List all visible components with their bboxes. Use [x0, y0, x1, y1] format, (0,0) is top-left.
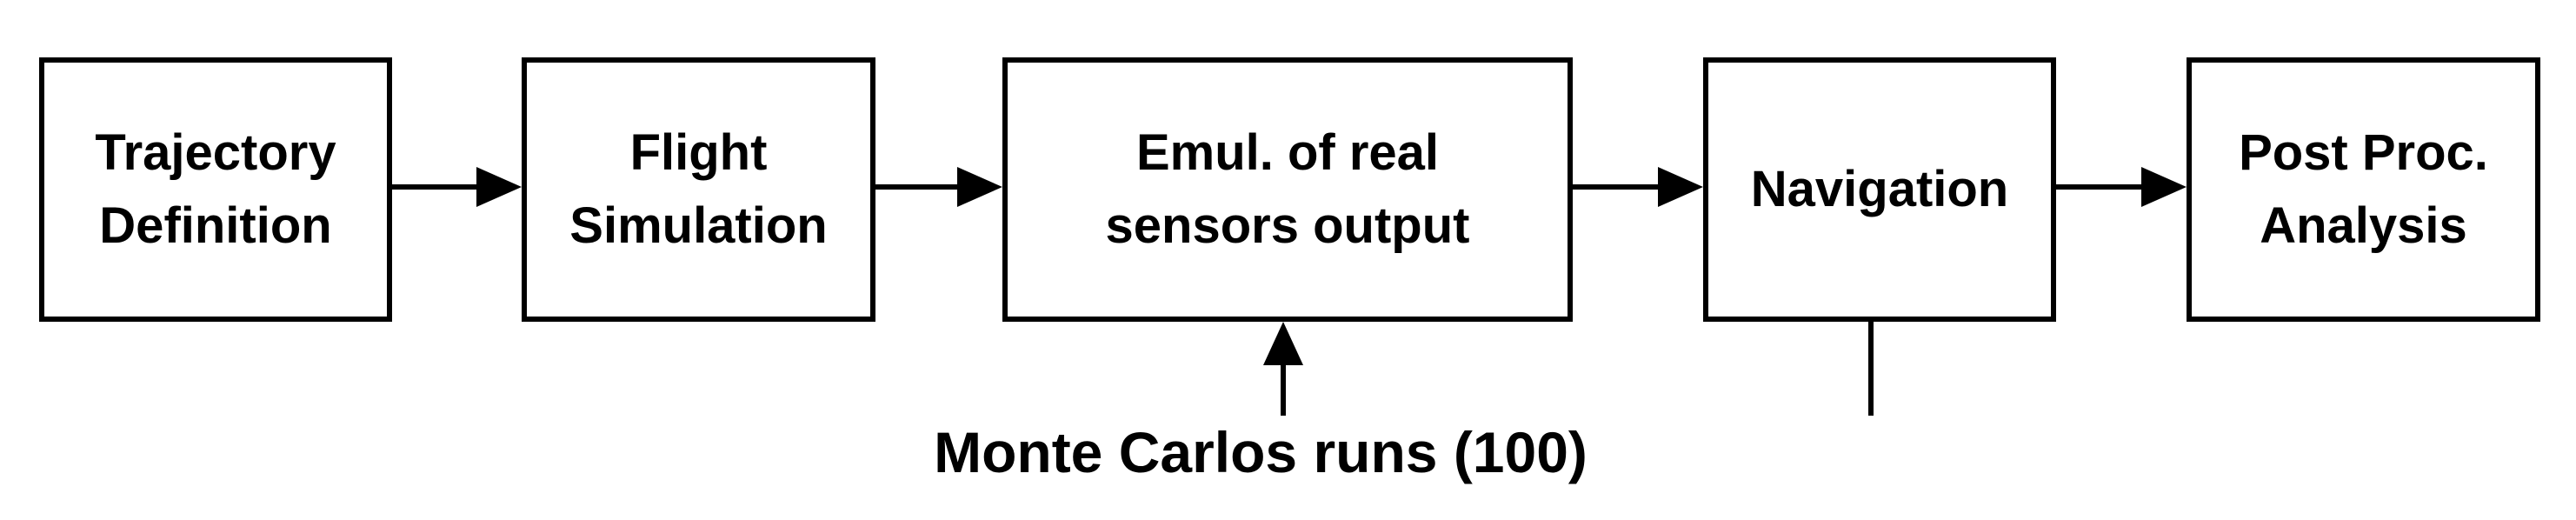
arrowhead-emulation-to-navigation	[1658, 167, 1703, 207]
block-trajectory-definition: Trajectory Definition	[39, 57, 392, 322]
block-post-processing-analysis: Post Proc. Analysis	[2187, 57, 2540, 322]
arrowhead-montecarlo-to-emulation	[1263, 322, 1303, 365]
block-trajectory-line-1: Trajectory	[95, 124, 336, 181]
block-navigation-line-1: Navigation	[1750, 161, 2009, 217]
block-emulation-line-1: Emul. of real	[1135, 124, 1440, 181]
block-postproc-line-2: Analysis	[2260, 197, 2467, 254]
monte-carlo-label: Monte Carlos runs (100)	[934, 420, 1588, 484]
block-navigation: Navigation	[1703, 57, 2056, 322]
block-sensor-emulation: Emul. of real sensors output	[1002, 57, 1573, 322]
arrowhead-flight-to-emulation	[957, 167, 1002, 207]
arrowhead-trajectory-to-flight	[476, 167, 522, 207]
arrowhead-navigation-to-postproc	[2141, 167, 2187, 207]
block-postproc-line-1: Post Proc.	[2239, 124, 2488, 181]
block-flight-simulation: Flight Simulation	[522, 57, 875, 322]
block-flight-line-1: Flight	[629, 124, 768, 181]
block-flight-line-2: Simulation	[569, 197, 828, 254]
block-emulation-line-2: sensors output	[1105, 197, 1470, 254]
block-trajectory-line-2: Definition	[99, 197, 332, 254]
